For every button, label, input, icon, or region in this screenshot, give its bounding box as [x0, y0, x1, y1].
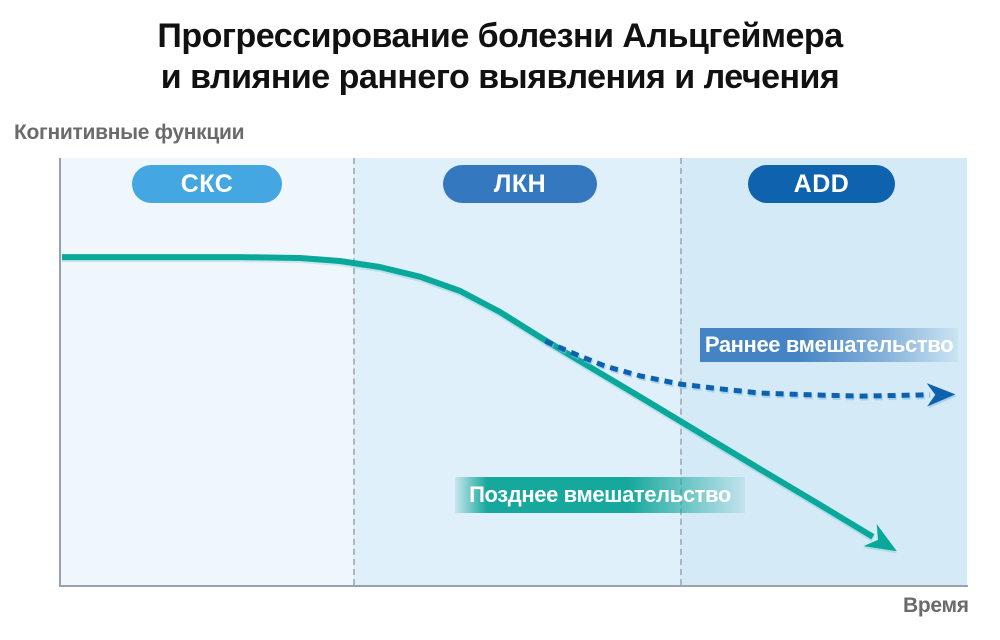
- chart-title-line1: Прогрессирование болезни Альцгеймера: [157, 17, 843, 55]
- early-intervention-label: Раннее вмешательство: [700, 328, 958, 362]
- stage-pill-sks: СКС: [132, 165, 282, 203]
- stage-pill-add: ADD: [748, 165, 895, 203]
- stage-pill-lkn: ЛКН: [443, 165, 597, 203]
- chart-title: Прогрессирование болезни Альцгеймера и в…: [0, 16, 1000, 99]
- stage-band-lkn: [352, 158, 681, 585]
- chart-title-line2: и влияние раннего выявления и лечения: [160, 58, 840, 97]
- stage-band-add: [680, 158, 967, 585]
- y-axis-label: Когнитивные функции: [14, 121, 245, 144]
- x-axis-line: [59, 585, 968, 587]
- late-intervention-label: Позднее вмешательство: [455, 477, 745, 513]
- y-axis-line: [59, 158, 61, 587]
- stage-band-sks: [60, 158, 353, 585]
- x-axis-label: Время: [903, 594, 969, 617]
- plot-area: [60, 158, 967, 585]
